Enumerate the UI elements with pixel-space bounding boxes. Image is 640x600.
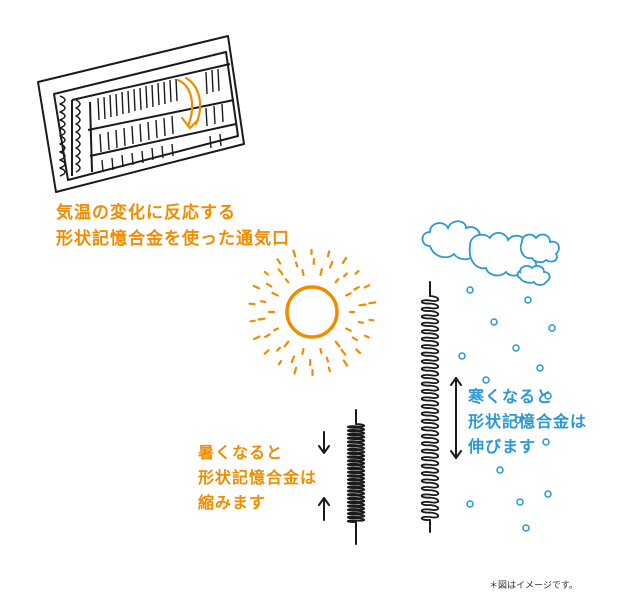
sun-ray <box>351 336 358 342</box>
sun-ray <box>368 301 377 305</box>
hot-caption-line1: 暑くなると <box>198 443 284 462</box>
raindrop-icon <box>544 392 552 400</box>
sun-ray <box>319 268 323 277</box>
sun-ray <box>277 268 284 276</box>
raindrop-icon <box>514 416 522 424</box>
sun-ray <box>276 346 281 352</box>
sun-ray <box>343 272 348 278</box>
sun-ray <box>264 333 271 338</box>
sun-ray <box>263 270 269 276</box>
raindrop-group <box>458 286 556 532</box>
sun-ray <box>249 319 256 323</box>
sun-ray <box>257 317 266 321</box>
sun-ray <box>284 278 290 284</box>
sun-ray <box>263 349 270 355</box>
airflow-arrow-icon <box>176 76 202 130</box>
raindrop-icon <box>536 364 544 372</box>
raindrop-icon <box>512 344 520 352</box>
raindrop-icon <box>548 324 556 332</box>
sun-ray <box>248 302 256 306</box>
sun-ray <box>273 327 279 332</box>
raindrop-icon <box>458 352 466 360</box>
raindrop-icon <box>490 318 498 326</box>
sun-ray <box>276 258 282 265</box>
hot-caption-line3: 縮みます <box>198 493 267 512</box>
sun-ray <box>328 260 334 269</box>
vent-caption-line2: 形状記憶合金を使った通気口 <box>56 229 290 249</box>
cold-caption-line3: 伸びます <box>468 437 537 456</box>
sun-ray <box>363 334 370 339</box>
spring-icon <box>346 281 440 545</box>
cold-caption-line1: 寒くなると <box>468 387 554 406</box>
footnote: ＊図はイメージです。 <box>489 581 578 591</box>
cold-caption: 寒くなると 形状記憶合金は 伸びます <box>468 384 587 459</box>
raindrop-icon <box>522 524 530 532</box>
sun-ray <box>292 249 297 258</box>
raindrop-icon <box>496 466 504 474</box>
sun-ray <box>293 366 298 375</box>
sun-ray <box>294 261 299 268</box>
sun-ray <box>327 366 332 373</box>
arrow-icon <box>318 377 462 521</box>
hot-caption-line2: 形状記憶合金は <box>198 468 318 487</box>
sun-ray <box>266 282 273 288</box>
sun-ray <box>363 284 371 289</box>
raindrop-icon <box>466 286 474 294</box>
hot-caption: 暑くなると 形状記憶合金は 縮みます <box>198 440 317 515</box>
sun-ray <box>355 348 362 354</box>
sun-ray <box>319 347 323 354</box>
sun-ray <box>342 359 349 367</box>
raindrop-icon <box>542 438 550 446</box>
vent-caption-line1: 気温の変化に反応する <box>56 203 236 223</box>
sun-ray <box>326 250 331 258</box>
raindrop-icon <box>544 490 552 498</box>
sun-ray <box>277 360 283 366</box>
sun-ray <box>368 318 375 322</box>
sun-ray <box>252 284 261 290</box>
sun-ray <box>354 269 360 275</box>
sun-ray <box>283 340 290 348</box>
raindrop-icon <box>524 296 532 304</box>
sun-ray <box>260 300 267 304</box>
sun-ray <box>334 340 341 348</box>
sun-icon <box>248 248 377 377</box>
cloud-icon <box>421 220 560 286</box>
raindrop-icon <box>482 376 490 384</box>
sun-ray <box>252 335 261 341</box>
cold-caption-line2: 形状記憶合金は <box>468 412 588 431</box>
raindrop-icon <box>466 500 474 508</box>
sun-ray <box>271 291 279 297</box>
vent-icon <box>37 35 245 193</box>
sun-ray <box>301 269 305 277</box>
sun-ray <box>325 356 330 363</box>
vent-caption: 気温の変化に反応する 形状記憶合金を使った通気口 <box>56 200 290 252</box>
raindrop-icon <box>516 498 524 506</box>
sun-ray <box>357 320 364 324</box>
sun-ray <box>340 348 347 356</box>
sun-ray <box>358 303 367 307</box>
sun-ray <box>290 355 296 364</box>
sun-ray <box>334 278 340 284</box>
sun-ray <box>345 327 352 332</box>
sun-ray <box>341 256 348 264</box>
sun-ray <box>353 286 360 291</box>
sun-ray <box>301 347 305 355</box>
sun-ray <box>345 292 352 297</box>
